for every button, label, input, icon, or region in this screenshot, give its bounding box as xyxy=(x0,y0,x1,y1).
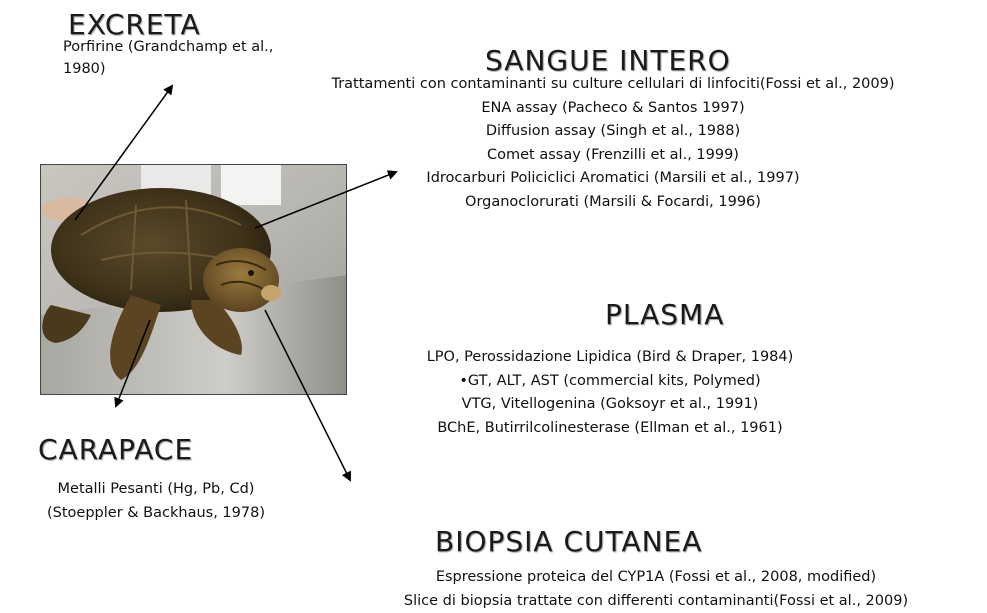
plasma-heading: PLASMA xyxy=(605,298,725,331)
sangue-item-ena: ENA assay (Pacheco & Santos 1997) xyxy=(481,99,745,116)
sangue-item-diffusion: Diffusion assay (Singh et al., 1988) xyxy=(485,123,741,139)
biopsia-cutanea-list: Espressione proteica del CYP1A (Fossi et… xyxy=(325,566,987,613)
plasma-item-lpo: LPO, Perossidazione Lipidica (Bird & Dra… xyxy=(426,349,794,365)
carapace-item-metalli: Metalli Pesanti (Hg, Pb, Cd) xyxy=(57,481,255,497)
plasma-item-gt: •GT, ALT, AST (commercial kits, Polymed) xyxy=(459,372,761,389)
sangue-intero-list: Trattamenti con contaminanti su culture … xyxy=(240,73,986,214)
plasma-item-vtg: VTG, Vitellogenina (Goksoyr et al., 1991… xyxy=(461,396,759,412)
plasma-item-bche: BChE, Butirrilcolinesterase (Ellman et a… xyxy=(437,419,783,436)
carapace-list: Metalli Pesanti (Hg, Pb, Cd) (Stoeppler … xyxy=(0,478,312,525)
sangue-intero-heading: SANGUE INTERO xyxy=(485,44,731,77)
sangue-item-comet: Comet assay (Frenzilli et al., 1999) xyxy=(487,146,739,163)
excreta-text: Porfirine (Grandchamp et al., 1980) xyxy=(63,36,303,80)
sangue-item-organoclorurati: Organoclorurati (Marsili & Focardi, 1996… xyxy=(465,193,761,210)
excreta-heading: EXCRETA xyxy=(68,8,201,41)
sangue-item-linfociti: Trattamenti con contaminanti su culture … xyxy=(331,76,895,92)
carapace-heading: CARAPACE xyxy=(38,433,194,466)
sangue-item-ipa: Idrocarburi Policiclici Aromatici (Marsi… xyxy=(426,170,800,186)
biopsia-item-cyp1a: Espressione proteica del CYP1A (Fossi et… xyxy=(435,569,877,585)
biopsia-item-slice: Slice di biopsia trattate con differenti… xyxy=(403,592,909,609)
excreta-item: Porfirine (Grandchamp et al., 1980) xyxy=(63,39,274,77)
carapace-item-citation: (Stoeppler & Backhaus, 1978) xyxy=(47,504,265,521)
sea-turtle-photo xyxy=(40,164,347,395)
plasma-list: LPO, Perossidazione Lipidica (Bird & Dra… xyxy=(390,346,830,440)
biopsia-cutanea-heading: BIOPSIA CUTANEA xyxy=(435,525,703,558)
